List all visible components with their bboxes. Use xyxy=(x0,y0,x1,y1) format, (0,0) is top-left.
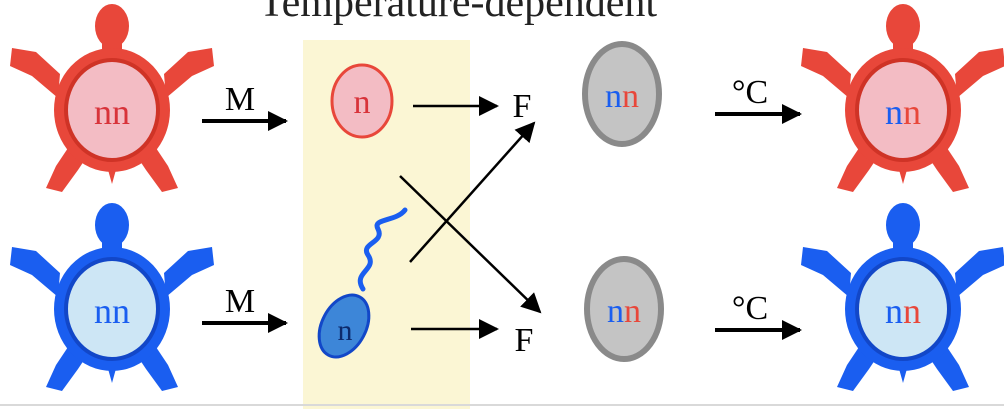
male-shell xyxy=(64,257,160,361)
parent-female-turtle: nn xyxy=(10,4,214,192)
parent-male-turtle: nn xyxy=(10,203,214,391)
female-shell xyxy=(64,58,160,162)
svg-text:nn: nn xyxy=(605,78,639,115)
meiosis-arrow-bottom: M xyxy=(202,283,288,333)
meiosis-label-top: M xyxy=(225,81,255,118)
diagram-title: Temperature-dependent xyxy=(259,0,658,26)
offspring-male-shell xyxy=(855,257,951,361)
meiosis-label-bottom: M xyxy=(225,283,255,320)
fertilization-label-top: F xyxy=(513,88,532,125)
egg-label: n xyxy=(354,84,371,121)
sperm-to-fertilization-top-cross-arrow xyxy=(409,121,536,263)
zygote-top-paternal-allele: n xyxy=(622,78,639,115)
svg-text:nn: nn xyxy=(607,293,641,330)
zygote-bottom: nn xyxy=(584,256,664,362)
zygote-bottom-paternal-allele: n xyxy=(624,293,641,330)
temperature-label-top: °C xyxy=(732,74,768,111)
parent-female-genotype: nn xyxy=(94,92,130,132)
offspring-male-allele-2: n xyxy=(903,291,921,331)
zygote-top-maternal-allele: n xyxy=(605,78,622,115)
offspring-male-allele-1: n xyxy=(885,291,903,331)
egg-gamete: n xyxy=(330,63,394,139)
zygote-bottom-maternal-allele: n xyxy=(607,293,624,330)
offspring-female-allele-1: n xyxy=(885,92,903,132)
temperature-arrow-top: °C xyxy=(715,74,802,124)
meiosis-arrow-top: M xyxy=(202,81,288,131)
parent-male-genotype: nn xyxy=(94,291,130,331)
egg-to-fertilization-bottom-cross-arrow xyxy=(399,175,542,314)
offspring-female-turtle: nn xyxy=(801,4,1004,192)
sperm-gamete: n xyxy=(317,207,408,359)
zygote-top: nn xyxy=(582,41,662,147)
temperature-label-bottom: °C xyxy=(732,290,768,327)
offspring-male-turtle: nn xyxy=(801,203,1004,391)
temperature-arrow-bottom: °C xyxy=(715,290,802,340)
offspring-female-shell xyxy=(855,58,951,162)
svg-text:nn: nn xyxy=(885,291,921,331)
svg-text:nn: nn xyxy=(885,92,921,132)
sperm-tail xyxy=(357,207,408,292)
offspring-female-allele-2: n xyxy=(903,92,921,132)
fertilization-label-bottom: F xyxy=(515,322,534,359)
sperm-label: n xyxy=(338,314,353,347)
